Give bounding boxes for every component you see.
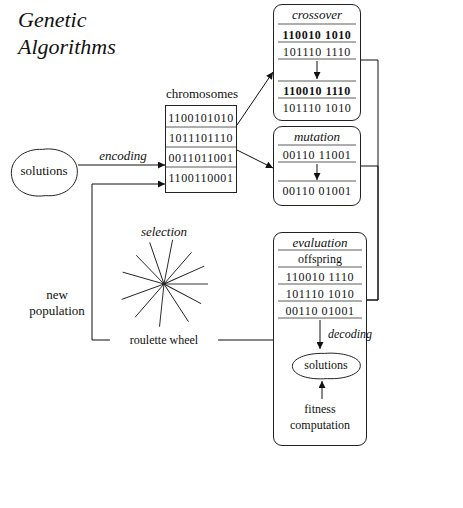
node-text: 1011101110 [166,130,236,146]
crossover-box: crossover 110010 1010101110 1110 110010 11… [273,4,361,121]
node-text: roulette wheel [110,332,218,348]
row-rule [278,181,356,182]
row-rule [166,167,236,168]
flow-connector [218,340,273,341]
wheel-spoke [122,284,164,299]
row-rule [166,127,236,128]
node-heading: chromosomes [150,86,254,102]
selection-node: selection roulette wheel [110,222,218,350]
decoding-arrow [320,320,321,349]
row-rule [278,81,356,82]
flow-connector [237,72,273,125]
diagram-title: Genetic Algorithms [18,6,148,60]
node-text: 101110 1010 [274,286,366,302]
node-text: 00110 11001 [274,147,360,163]
node-text: 0011011001 [166,150,236,166]
row-rule [278,145,356,146]
node-text: fitness computation [274,401,366,433]
wheel-spoke [164,252,192,284]
flow-connector [237,150,273,168]
wheel-spoke [160,284,164,327]
wheel-spoke [164,266,204,284]
crossover-arrow [317,61,318,79]
flow-connector [92,184,165,340]
row-rule [278,24,356,25]
solution-blob: solutions [291,351,361,381]
node-text: 1100110001 [166,170,236,186]
mutation-box: mutation 00110 11001 00110 01001 [273,126,361,206]
wheel-spoke [164,284,201,304]
edge-label: new population [26,287,88,319]
node-text: 101110 1010 [274,100,360,116]
flow-connector [78,165,165,166]
row-rule [166,147,236,148]
node-text: solutions [291,357,361,373]
chromosome-box: chromosomes11001010101011101110001101100… [165,105,237,193]
node-text: 110010 1110 [274,83,360,99]
wheel-spoke [136,255,164,284]
node-text: offspring [274,251,366,267]
node-heading: evaluation [274,235,366,251]
wheel-spoke [164,284,208,285]
node-text: 00110 01001 [274,183,360,199]
fitness-arrow [322,381,323,399]
flow-connector [361,166,378,300]
node-text: 110010 1010 [274,27,360,43]
node-heading: mutation [274,129,360,145]
mutation-arrow [317,164,318,180]
wheel-spoke [164,284,189,322]
edge-label: encoding [88,148,158,164]
node-text: solutions [10,163,78,179]
wheel-spoke [150,242,164,284]
node-heading: crossover [274,7,360,23]
roulette-wheel [122,240,208,327]
node-text: 1100101010 [166,110,236,126]
node-heading: selection [110,224,218,240]
row-rule [278,267,362,268]
node-text: 101110 1110 [274,44,360,60]
step-label: decoding [325,326,375,342]
solution-blob: solutions [10,145,78,200]
node-text: 110010 1110 [274,269,366,285]
wheel-spoke [164,240,173,284]
flow-connector [361,60,378,300]
node-text: 00110 01001 [274,303,366,319]
